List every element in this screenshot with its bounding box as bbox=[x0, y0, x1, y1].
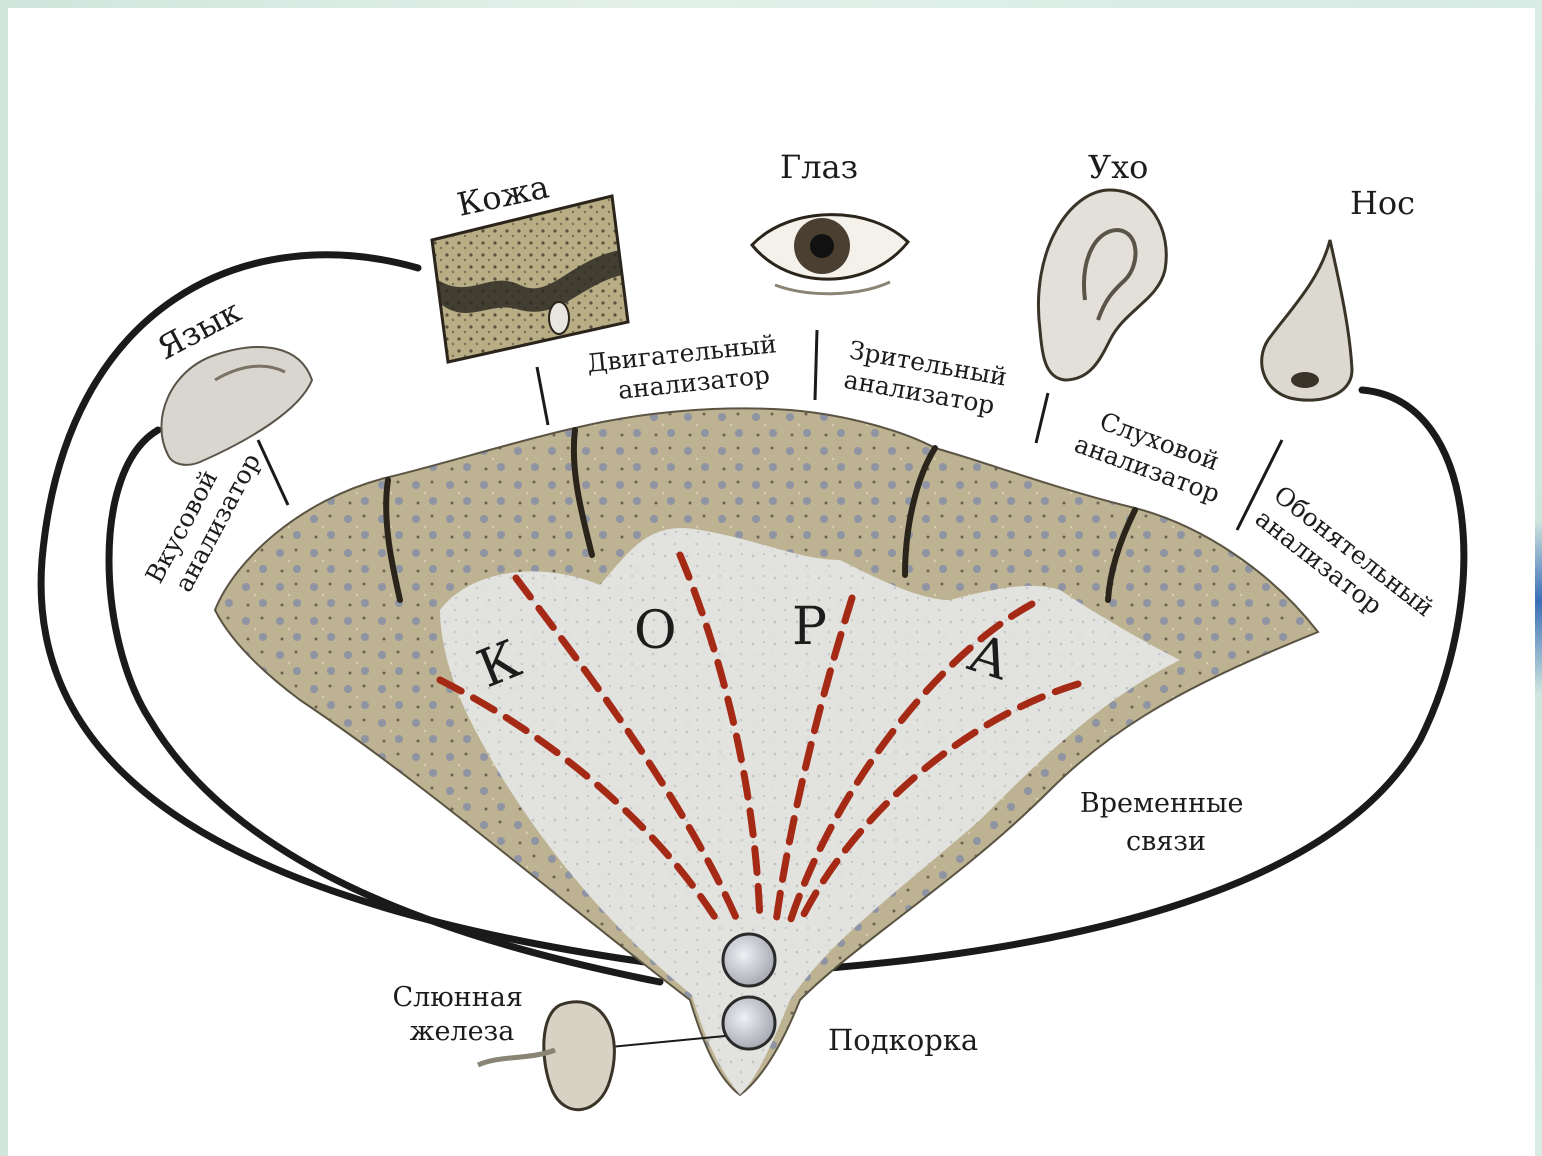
label-salivary-gland-line1: Слюнная bbox=[392, 982, 522, 1013]
divider-skin bbox=[537, 367, 548, 425]
divider-taste-motor bbox=[258, 440, 288, 505]
label-temporary-connections-line1: Временные bbox=[1080, 788, 1244, 819]
label-salivary-gland-line2: железа bbox=[410, 1016, 515, 1047]
label-salivary-gland: Слюнная железа bbox=[392, 982, 531, 1047]
subcortex-nucleus-upper bbox=[723, 934, 775, 986]
label-visual-analyzer: Зрительный анализатор bbox=[842, 335, 1017, 422]
cortex-letter-2: О bbox=[634, 601, 677, 661]
label-ear: Ухо bbox=[1088, 148, 1148, 186]
subcortex-nucleus-lower bbox=[723, 997, 775, 1049]
nose-icon bbox=[1262, 240, 1352, 400]
tongue-icon bbox=[161, 347, 312, 465]
label-temporary-connections-line2: связи bbox=[1126, 826, 1206, 857]
ear-icon bbox=[1038, 190, 1166, 380]
label-temporary-connections: Временные связи bbox=[1080, 788, 1252, 857]
label-eye: Глаз bbox=[780, 148, 858, 186]
cortex-letter-3: Р bbox=[792, 597, 827, 657]
eye-icon bbox=[752, 215, 908, 294]
label-subcortex: Подкорка bbox=[828, 1023, 978, 1057]
label-auditory-analyzer: Слуховой анализатор bbox=[1071, 401, 1234, 509]
label-motor-analyzer: Двигательный анализатор bbox=[586, 328, 789, 407]
label-nose: Нос bbox=[1350, 184, 1415, 222]
divider-motor-visual bbox=[815, 330, 817, 400]
divider-visual-auditory bbox=[1036, 393, 1048, 443]
